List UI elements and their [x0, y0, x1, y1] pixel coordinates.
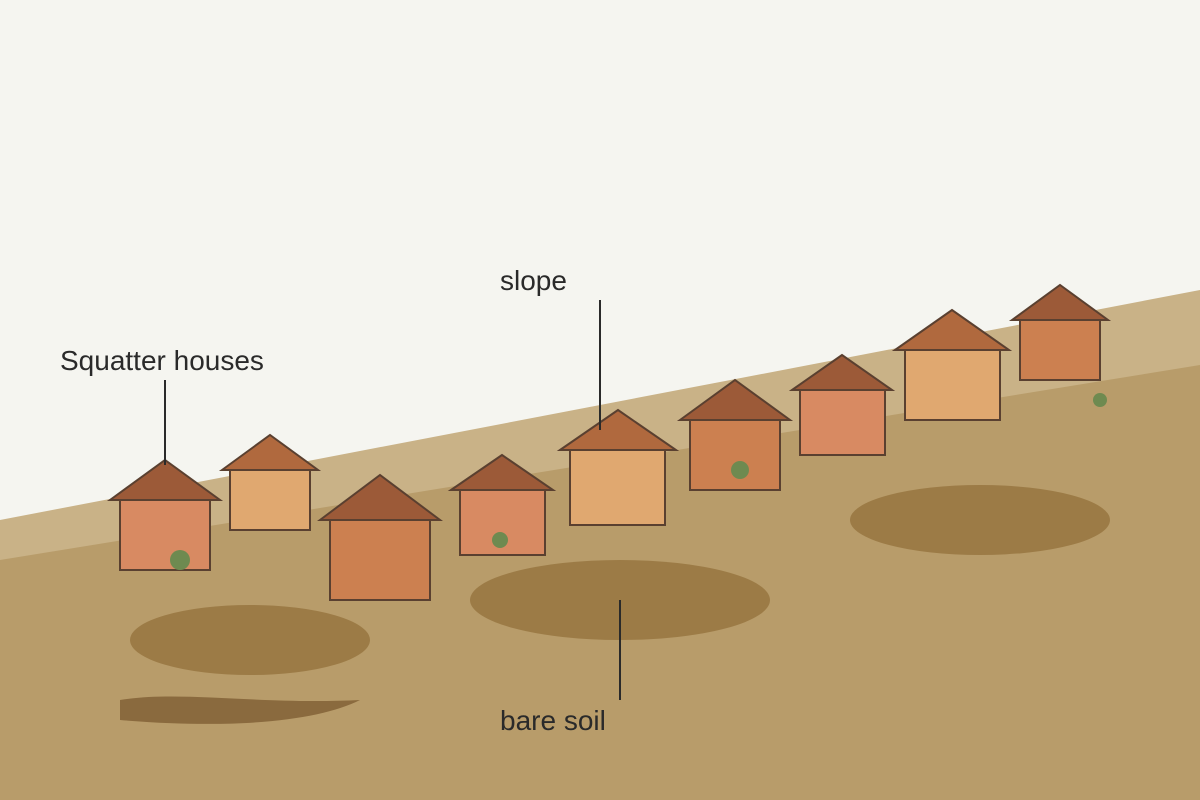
bare-soil-patch [850, 485, 1110, 555]
house-icon [1008, 283, 1112, 381]
bare-soil-patch [130, 605, 370, 675]
label-bare-soil: bare soil [500, 705, 606, 736]
house-icon [317, 473, 443, 601]
shrub-icon [170, 550, 190, 570]
erosion-gully [120, 696, 360, 724]
shrub-icon [492, 532, 508, 548]
label-slope: slope [500, 265, 567, 296]
house-icon [891, 308, 1013, 421]
house-icon [676, 378, 794, 491]
shrub-icon [1093, 393, 1107, 407]
house-icon [447, 453, 557, 556]
house-icon [556, 408, 680, 526]
house-icon [106, 458, 224, 571]
house-icon [218, 433, 322, 531]
house-icon [788, 353, 896, 456]
shrub-icon [731, 461, 749, 479]
label-squatter-houses: Squatter houses [60, 345, 264, 376]
